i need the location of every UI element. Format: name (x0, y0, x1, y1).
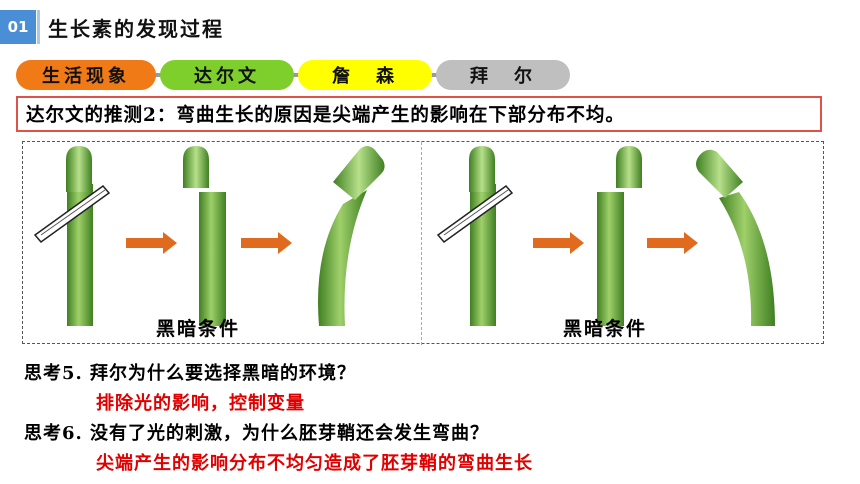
left-condition-label: 黑暗条件 (156, 318, 241, 340)
process-arrow-icon (647, 232, 698, 254)
process-arrow-icon (126, 232, 177, 254)
right-coleoptile-bent (696, 149, 775, 326)
experiment-illustration (33, 146, 775, 326)
nav-step-paal[interactable]: 拜 尔 (436, 60, 570, 90)
left-coleoptile-offset-tip (183, 146, 226, 326)
experiment-figure (22, 141, 824, 345)
figure-divider (421, 142, 422, 345)
process-arrow-icon (533, 232, 584, 254)
nav-step-jensen[interactable]: 詹 森 (298, 60, 432, 90)
left-coleoptile-cut (33, 146, 111, 326)
nav-connector (286, 73, 306, 77)
step-navigation: 生活现象 达尔文 詹 森 拜 尔 (16, 60, 576, 90)
answer-6: 尖端产生的影响分布不均匀造成了胚芽鞘的弯曲生长 (96, 453, 533, 474)
section-title: 生长素的发现过程 (48, 17, 224, 41)
answer-5: 排除光的影响，控制变量 (96, 393, 305, 414)
right-condition-label: 黑暗条件 (563, 318, 648, 340)
question-6: 思考6. 没有了光的刺激，为什么胚芽鞘还会发生弯曲？ (24, 423, 490, 444)
hypothesis-text: 达尔文的推测2：弯曲生长的原因是尖端产生的影响在下部分布不均。 (26, 105, 625, 126)
blade-icon (33, 184, 111, 244)
blade-icon (436, 184, 514, 244)
nav-step-darwin[interactable]: 达尔文 (160, 60, 294, 90)
left-coleoptile-bent (318, 146, 385, 326)
right-coleoptile-cut (436, 146, 514, 326)
right-coleoptile-offset-tip (597, 146, 642, 326)
process-arrow-icon (241, 232, 292, 254)
section-number-badge: 01 (0, 10, 36, 44)
badge-divider (37, 10, 40, 44)
question-5: 思考5. 拜尔为什么要选择黑暗的环境？ (24, 363, 357, 384)
nav-step-life-phenomenon[interactable]: 生活现象 (16, 60, 156, 90)
hypothesis-box: 达尔文的推测2：弯曲生长的原因是尖端产生的影响在下部分布不均。 (16, 96, 822, 132)
